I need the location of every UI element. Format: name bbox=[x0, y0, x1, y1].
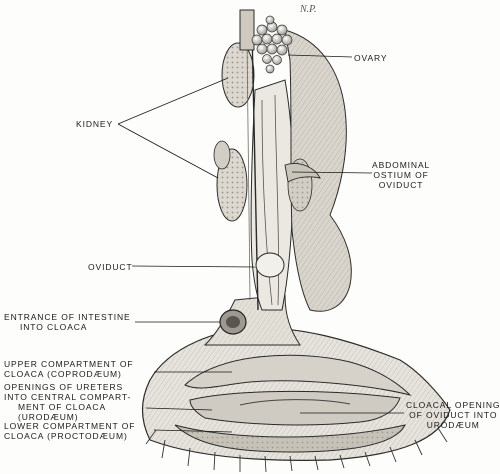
artist-signature: N.P. bbox=[300, 4, 317, 15]
label-entrance-intestine: ENTRANCE OF INTESTINE INTO CLOACA bbox=[4, 312, 131, 332]
leader-lines bbox=[117, 54, 404, 433]
label-lower-compartment: LOWER COMPARTMENT OF CLOACA (PROCTODÆUM) bbox=[4, 421, 136, 441]
label-abdominal-ostium: ABDOMINAL OSTIUM OF OVIDUCT bbox=[372, 160, 431, 190]
urodaeum bbox=[189, 390, 401, 426]
label-ovary: OVARY bbox=[354, 53, 388, 63]
label-oviduct: OVIDUCT bbox=[88, 262, 133, 272]
oviduct-swelling bbox=[255, 252, 285, 278]
bristles bbox=[145, 427, 448, 473]
coprodaeum bbox=[184, 354, 412, 396]
ovary-follicles bbox=[251, 15, 293, 74]
label-openings-ureters: OPENINGS OF URETERS INTO CENTRAL COMPART… bbox=[4, 382, 132, 422]
label-kidney: KIDNEY bbox=[76, 119, 114, 129]
ostium bbox=[284, 163, 321, 183]
label-upper-compartment: UPPER COMPARTMENT OF CLOACA (COPRODÆUM) bbox=[4, 359, 134, 379]
label-cloacal-opening: CLOACAL OPENING OF OVIDUCT INTO URODÆUM bbox=[406, 400, 500, 430]
